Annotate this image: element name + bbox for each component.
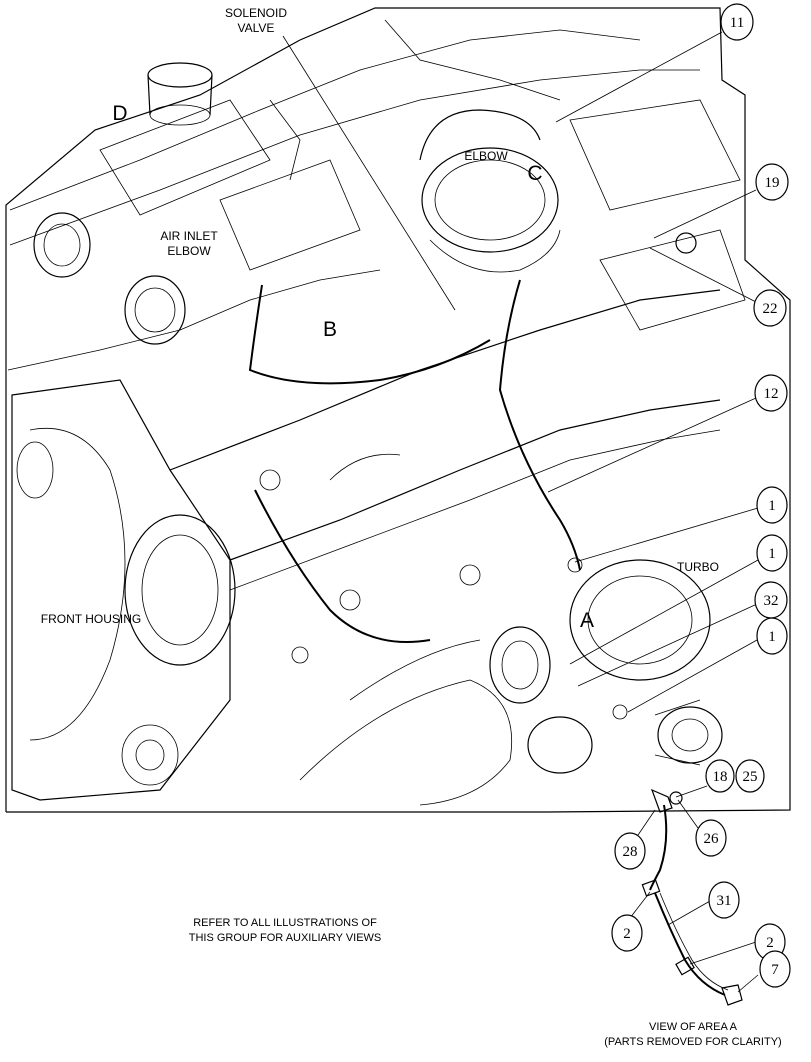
callout-31: 31 — [708, 881, 740, 919]
callout-2-left: 2 — [611, 914, 643, 952]
engine-outline — [5, 7, 791, 813]
leader-26 — [677, 799, 699, 829]
note-refer-line2: THIS GROUP FOR AUXILIARY VIEWS — [189, 932, 382, 944]
svg-text:1: 1 — [768, 629, 776, 645]
label-air-inlet-elbow-line1: AIR INLET — [160, 229, 218, 243]
area-marker-c: C — [527, 162, 542, 185]
callout-1-upper: 1 — [756, 486, 788, 524]
svg-text:19: 19 — [765, 175, 780, 191]
callout-22: 22 — [753, 289, 787, 327]
svg-text:12: 12 — [764, 386, 779, 402]
svg-text:26: 26 — [704, 831, 720, 847]
svg-text:25: 25 — [743, 769, 758, 785]
svg-text:32: 32 — [764, 593, 779, 609]
svg-text:31: 31 — [717, 893, 732, 909]
leader-2-right — [689, 941, 757, 965]
callout-11: 11 — [720, 3, 754, 41]
area-marker-a: A — [580, 609, 594, 632]
callout-18: 18 — [705, 759, 735, 793]
callout-32: 32 — [754, 581, 788, 619]
leader-1-upper — [574, 507, 759, 563]
leader-lines — [282, 31, 759, 993]
leader-18 — [675, 785, 708, 798]
callout-25: 25 — [735, 759, 765, 793]
leader-22 — [649, 247, 757, 303]
callout-12: 12 — [754, 374, 788, 412]
text-labels: SOLENOID VALVE ELBOW AIR INLET ELBOW TUR… — [41, 6, 719, 626]
callout-26: 26 — [695, 819, 727, 857]
note-view-area-a-line1: VIEW OF AREA A — [649, 1021, 738, 1033]
callout-7: 7 — [759, 950, 791, 988]
notes: REFER TO ALL ILLUSTRATIONS OF THIS GROUP… — [189, 917, 782, 1048]
label-solenoid-valve-line2: VALVE — [238, 21, 275, 35]
label-solenoid-valve-line1: SOLENOID — [225, 6, 287, 20]
engine-body-sketch — [7, 19, 746, 806]
leader-28 — [635, 809, 656, 839]
leader-1-middle — [569, 559, 759, 665]
label-front-housing: FRONT HOUSING — [41, 612, 141, 626]
svg-text:2: 2 — [623, 926, 631, 942]
callout-bubbles: 11 19 22 12 1 1 32 1 — [611, 3, 791, 988]
label-air-inlet-elbow-line2: ELBOW — [167, 244, 211, 258]
area-marker-d: D — [112, 102, 127, 125]
area-markers: A B C D — [112, 102, 594, 632]
leader-solenoid-valve — [282, 35, 456, 311]
svg-text:1: 1 — [768, 498, 776, 514]
label-turbo: TURBO — [677, 560, 719, 574]
leader-19 — [653, 189, 757, 239]
leader-7 — [737, 974, 759, 993]
callout-19: 19 — [755, 163, 789, 201]
svg-text:18: 18 — [713, 769, 728, 785]
svg-text:22: 22 — [763, 301, 778, 317]
svg-text:28: 28 — [623, 844, 638, 860]
leader-31 — [667, 900, 711, 926]
area-marker-b: B — [323, 318, 337, 341]
leader-11 — [555, 31, 723, 123]
callout-1-lower: 1 — [756, 617, 788, 655]
callout-1-middle: 1 — [756, 534, 788, 572]
callout-28: 28 — [614, 832, 646, 870]
svg-text:11: 11 — [730, 15, 744, 31]
note-refer-line1: REFER TO ALL ILLUSTRATIONS OF — [193, 917, 377, 929]
leader-1-lower — [627, 639, 758, 713]
svg-text:1: 1 — [768, 546, 776, 562]
svg-text:7: 7 — [771, 962, 779, 978]
leader-32 — [577, 603, 758, 687]
label-elbow: ELBOW — [464, 149, 508, 163]
note-view-area-a-line2: (PARTS REMOVED FOR CLARITY) — [604, 1036, 781, 1048]
leader-12 — [547, 397, 757, 493]
svg-text:2: 2 — [766, 935, 774, 951]
detail-view-area-a — [641, 788, 743, 1006]
